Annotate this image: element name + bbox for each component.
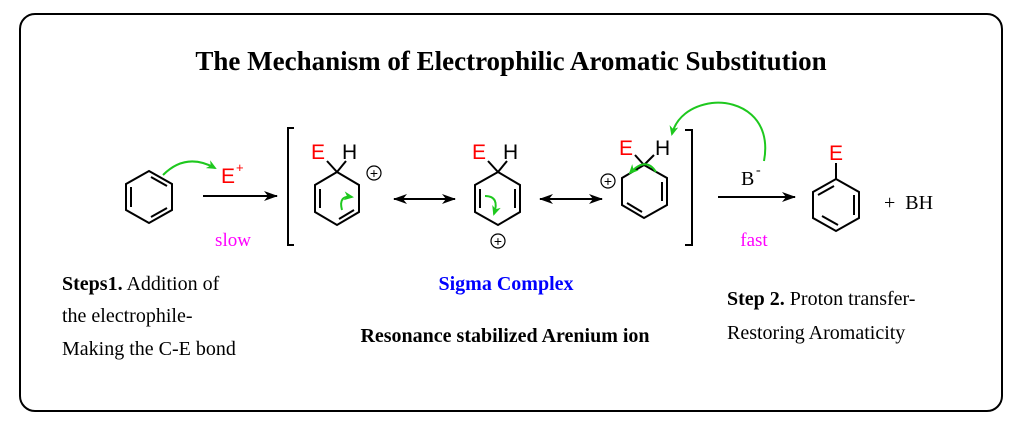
hydrogen-h: H [503,141,518,164]
right-bracket [685,129,693,246]
substituent-e: E [472,141,486,164]
left-bracket [287,127,294,246]
step2-caption: Step 2. Proton transfer- Restoring Aroma… [727,288,915,344]
positive-charge-sign: + [370,165,378,181]
step2-condition: fast [740,230,768,251]
curved-arrow-pi-shift-2 [484,195,501,216]
hydrogen-h: H [342,141,357,164]
frame-border [19,13,1003,412]
resonance-structure-1: E H + [311,141,382,227]
base-label: B [741,168,754,190]
positive-charge-sign: + [604,173,612,189]
svg-text:Steps1. Addition of: Steps1. Addition of [62,273,220,295]
electrophile-label: E [221,165,235,188]
step1-caption-line: Making the C-E bond [62,338,236,360]
resonance-structure-3: E H + [600,137,670,220]
byproduct-bh: + BH [884,192,933,214]
substituent-e: E [619,137,633,160]
curved-arrow-base-deprotonation [669,101,767,162]
step2-caption-bold: Step 2. [727,288,785,310]
product-substituent-e: E [829,142,843,165]
step1-caption-line: the electrophile- [62,305,193,327]
curved-arrow-pi-shift-1 [340,191,354,211]
curved-arrow-ch-bond [628,163,657,175]
positive-charge-sign: + [494,233,502,249]
positive-charge-circle [490,233,506,249]
step1-caption: Steps1. Addition of the electrophile- Ma… [62,273,236,360]
sigma-complex-label: Sigma Complex [439,273,574,295]
resonance-structure-2: E H + [472,141,521,249]
step2-caption-line: Restoring Aromaticity [727,322,905,344]
step1-condition: slow [215,230,251,251]
substituted-benzene-product: E [812,142,860,233]
diagram-title: The Mechanism of Electrophilic Aromatic … [195,46,826,76]
positive-charge-circle [366,165,382,181]
hydrogen-h: H [655,137,670,160]
electrophile-charge: + [236,160,244,175]
positive-charge-circle [600,173,616,189]
substituent-e: E [311,141,325,164]
step1-caption-bold: Steps1. [62,273,123,295]
benzene-reactant [125,169,173,225]
step1-caption-line: Addition of [123,273,220,295]
svg-text:Step 2. Proton transfer-: Step 2. Proton transfer- [727,288,915,310]
step2-caption-line: Proton transfer- [785,288,916,310]
base-charge: - [756,163,761,178]
arenium-ion-label: Resonance stabilized Arenium ion [360,325,649,347]
curved-arrow-pi-attack [162,160,217,176]
